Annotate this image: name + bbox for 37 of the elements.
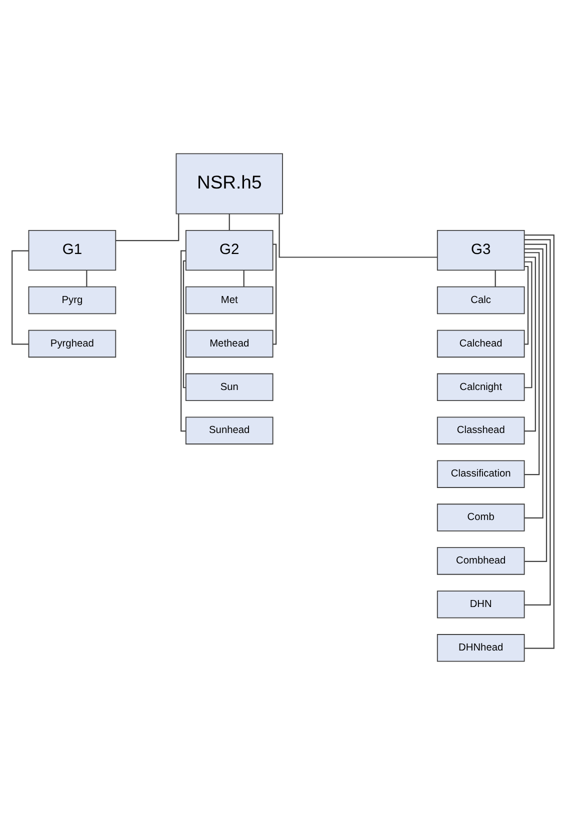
connector [524, 244, 548, 562]
connector [273, 244, 277, 345]
connector [86, 270, 88, 287]
connector [524, 261, 532, 388]
node-box: Calcnight [436, 373, 525, 402]
node-box: G3 [436, 230, 525, 271]
node-box: G1 [28, 230, 116, 271]
node-box: DHNhead [436, 634, 525, 662]
connector [524, 248, 544, 519]
node-box: Pyrg [28, 286, 116, 314]
node-box: Met [185, 286, 274, 314]
connector [494, 270, 496, 287]
connector [180, 250, 186, 432]
connector [228, 214, 230, 230]
node-box: Classification [436, 460, 525, 488]
connector [182, 260, 186, 388]
connector [524, 266, 529, 345]
node-box: DHN [436, 590, 525, 618]
connector [524, 256, 536, 432]
connector [12, 250, 29, 345]
node-box: Sun [185, 373, 274, 402]
node-box: Calc [436, 286, 525, 314]
node-box: Calchead [436, 330, 525, 358]
node-box: G2 [185, 230, 274, 271]
connector [524, 252, 540, 476]
node-box: Combhead [436, 547, 525, 575]
connector [524, 234, 554, 649]
node-box: Methead [185, 330, 274, 358]
node-box: Comb [436, 504, 525, 532]
connector [278, 214, 438, 258]
node-box: Pyrghead [28, 330, 116, 358]
node-box: NSR.h5 [176, 153, 283, 214]
connector [243, 270, 244, 287]
node-box: Sunhead [185, 416, 274, 444]
connector [116, 214, 180, 242]
connector [524, 239, 551, 606]
node-box: Classhead [436, 416, 525, 444]
